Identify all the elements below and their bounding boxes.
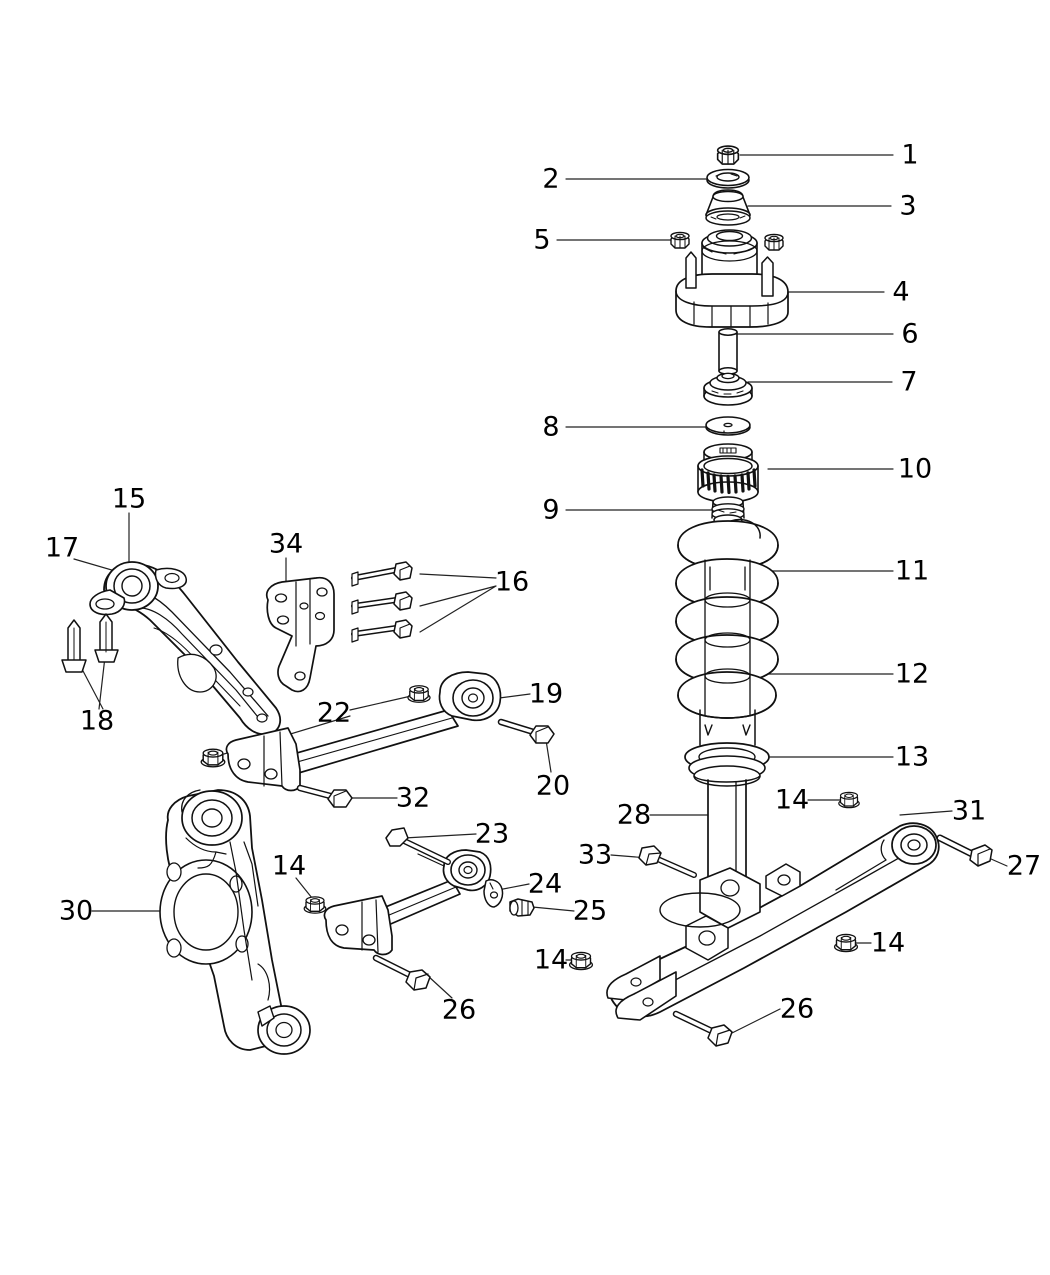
part-33-bolt bbox=[638, 845, 697, 878]
part-16-bolt-2 bbox=[351, 591, 413, 615]
part-10-upper-spring-seat bbox=[697, 443, 759, 503]
callout-11: 11 bbox=[894, 555, 930, 587]
part-15-upper-control-arm bbox=[89, 561, 282, 736]
callout-33: 33 bbox=[577, 839, 613, 871]
callout-5: 5 bbox=[533, 224, 551, 256]
callout-24: 24 bbox=[527, 868, 563, 900]
part-26b-bolt bbox=[672, 1010, 733, 1047]
callout-2: 2 bbox=[542, 163, 560, 195]
part-30-rear-knuckle bbox=[159, 789, 311, 1055]
callout-10: 10 bbox=[897, 453, 933, 485]
callout-20: 20 bbox=[535, 770, 571, 802]
part-18-bolt-right bbox=[94, 613, 119, 663]
callout-1: 1 bbox=[901, 139, 919, 171]
callout-25: 25 bbox=[572, 895, 608, 927]
part-6-spacer-sleeve bbox=[718, 328, 738, 375]
part-20-bolt bbox=[497, 718, 555, 744]
part-5-nut-left bbox=[670, 231, 690, 249]
part-22-nut-b bbox=[200, 748, 226, 768]
part-8-washer-plate bbox=[705, 416, 751, 436]
part-31-trailing-arm bbox=[606, 822, 940, 1021]
part-5-nut-right bbox=[764, 233, 784, 251]
callout-14-b: 14 bbox=[870, 927, 906, 959]
callout-23: 23 bbox=[474, 818, 510, 850]
callout-14-d: 14 bbox=[533, 944, 569, 976]
part-16-bolt-1 bbox=[351, 561, 413, 587]
part-34-support-bracket bbox=[265, 576, 335, 693]
part-11-coil-spring bbox=[675, 518, 779, 719]
callout-6: 6 bbox=[901, 318, 919, 350]
callout-13: 13 bbox=[894, 741, 930, 773]
part-32-bolt bbox=[296, 784, 353, 808]
part-21-camber-link bbox=[323, 849, 492, 956]
part-22-lateral-link bbox=[225, 671, 502, 792]
part-16-bolt-3 bbox=[351, 619, 413, 643]
part-14-nut-d bbox=[568, 951, 594, 971]
callout-30: 30 bbox=[58, 895, 94, 927]
callout-27: 27 bbox=[1006, 850, 1042, 882]
callout-12: 12 bbox=[894, 658, 930, 690]
callout-8: 8 bbox=[542, 411, 560, 443]
part-3-jounce-bumper bbox=[705, 189, 751, 226]
callout-28: 28 bbox=[616, 799, 652, 831]
callout-19: 19 bbox=[528, 678, 564, 710]
callout-4: 4 bbox=[892, 276, 910, 308]
part-13-lower-spring-seat bbox=[684, 709, 770, 787]
callout-3: 3 bbox=[899, 190, 917, 222]
callout-9: 9 bbox=[542, 494, 560, 526]
part-14-nut-a bbox=[838, 791, 860, 809]
part-23-bolt bbox=[385, 827, 451, 867]
callout-26-a: 26 bbox=[441, 994, 477, 1026]
callout-17: 17 bbox=[44, 532, 80, 564]
callout-26-b: 26 bbox=[779, 993, 815, 1025]
callout-7: 7 bbox=[900, 366, 918, 398]
part-2-washer bbox=[706, 168, 750, 189]
part-24-cam-washer bbox=[483, 879, 504, 908]
part-26-bolt bbox=[372, 954, 431, 991]
callout-14-a: 14 bbox=[774, 784, 810, 816]
part-14-nut-c bbox=[303, 896, 327, 914]
callout-32: 32 bbox=[395, 782, 431, 814]
part-12-spring-insulator bbox=[704, 559, 751, 717]
callout-16: 16 bbox=[494, 566, 530, 598]
part-27-bolt bbox=[936, 834, 993, 867]
part-18-bolt-left bbox=[61, 619, 87, 673]
part-7-upper-mount bbox=[703, 372, 753, 406]
callout-15: 15 bbox=[111, 483, 147, 515]
part-25-cam-nut bbox=[509, 898, 535, 917]
part-4-strut-mount-bracket bbox=[675, 229, 789, 328]
callout-18: 18 bbox=[79, 705, 115, 737]
callout-31: 31 bbox=[951, 795, 987, 827]
callout-14-c: 14 bbox=[271, 850, 307, 882]
part-1-nut bbox=[716, 145, 740, 165]
part-22-nut-a bbox=[407, 685, 431, 703]
callout-34: 34 bbox=[268, 528, 304, 560]
callout-22: 22 bbox=[316, 697, 352, 729]
part-14-nut-b bbox=[833, 933, 859, 953]
